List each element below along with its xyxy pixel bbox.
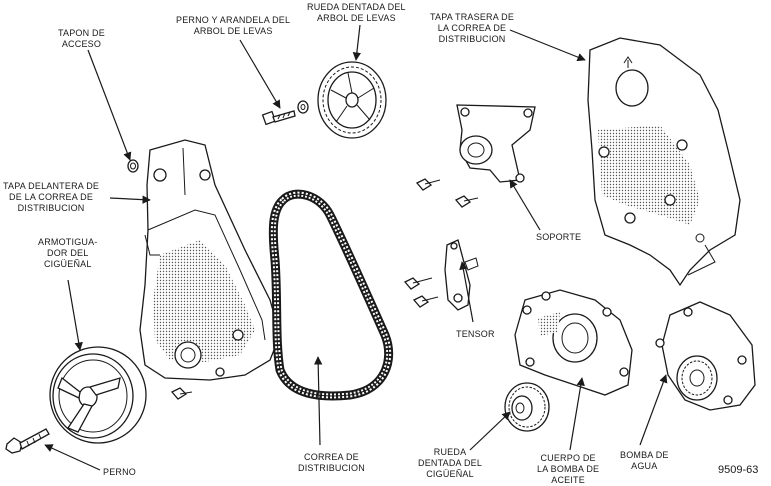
- figure-number: 9509-63: [718, 464, 759, 476]
- label-front-timing-cover: TAPA DELANTERA DE DE LA CORREA DE DISTRI…: [3, 181, 100, 213]
- crankshaft-bolt: [5, 428, 50, 454]
- label-timing-belt: CORREA DE DISTRIBUCION: [298, 452, 365, 473]
- crankshaft-damper: [49, 346, 147, 444]
- label-camshaft-bolt-washer: PERNO Y ARANDELA DEL ARBOL DE LEVAS: [176, 15, 291, 36]
- label-tensioner: TENSOR: [456, 329, 495, 339]
- crankshaft-sprocket: [504, 382, 550, 432]
- tensioner: [444, 239, 479, 311]
- label-crankshaft-damper: ARMOTIGUA- DOR DEL CIGÜEÑAL: [38, 237, 98, 269]
- access-plug: [127, 159, 139, 173]
- oil-pump-body: [514, 289, 633, 396]
- timing-belt: [268, 189, 394, 401]
- label-camshaft-sprocket: RUEDA DENTADA DEL ARBOL DE LEVAS: [307, 2, 406, 23]
- support-bracket: [456, 104, 536, 183]
- label-support-bracket: SOPORTE: [536, 232, 582, 242]
- label-rear-timing-cover: TAPA TRASERA DE LA CORREA DE DISTRIBUCIO…: [430, 12, 515, 44]
- label-oil-pump-body: CUERPO DE LA BOMBA DE ACEITE: [537, 453, 600, 485]
- rear-timing-cover: [587, 37, 741, 287]
- leader-lines: [44, 24, 668, 471]
- camshaft-bolt-washer: [261, 100, 309, 126]
- label-access-plug: TAPON DE ACCESO: [58, 28, 105, 49]
- label-crankshaft-sprocket: RUEDA DENTADA DEL CIGÜEÑAL: [418, 447, 483, 479]
- cover-bolts: [170, 178, 479, 400]
- front-timing-cover: [139, 139, 281, 381]
- label-crankshaft-bolt: PERNO: [103, 467, 137, 477]
- camshaft-sprocket: [317, 61, 387, 139]
- water-pump: [655, 301, 756, 411]
- label-water-pump: BOMBA DE AGUA: [620, 450, 669, 471]
